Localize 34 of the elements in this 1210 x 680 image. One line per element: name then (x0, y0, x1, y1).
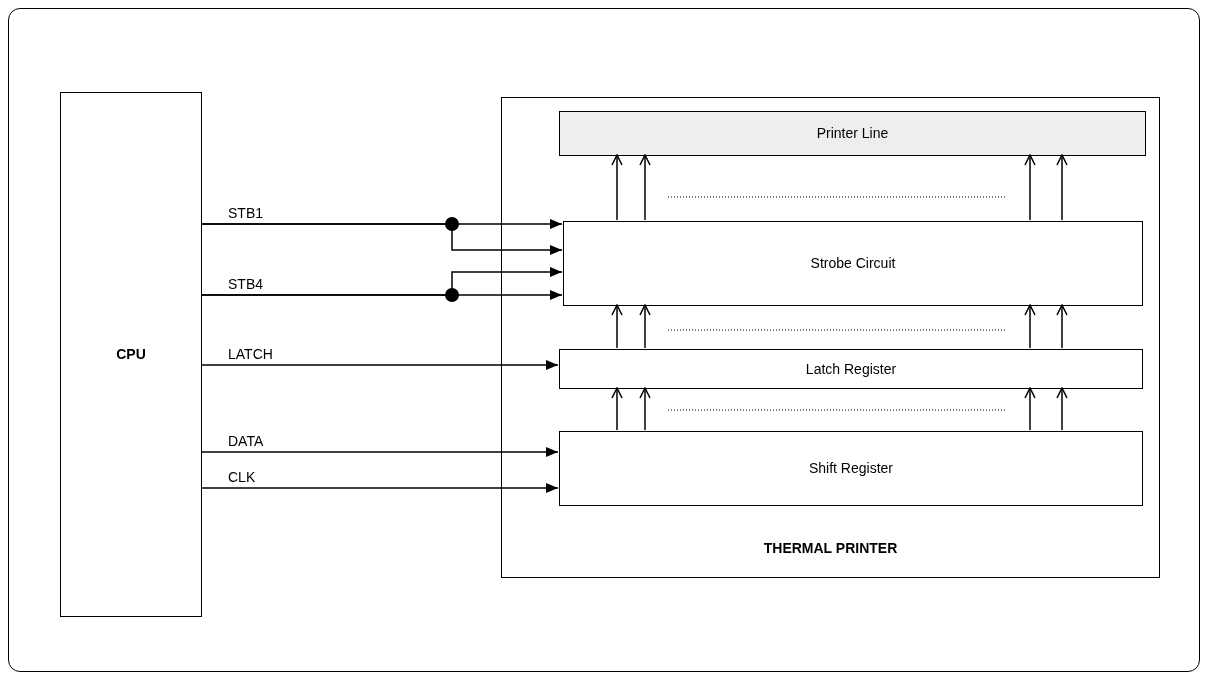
process-box (559, 431, 1143, 506)
node-label: Printer Line (816, 124, 889, 143)
arrow (1024, 387, 1036, 431)
arrow (1056, 154, 1068, 221)
node-label: Shift Register (808, 459, 893, 478)
edge-label: CLK (228, 470, 256, 484)
process-box (563, 221, 1143, 306)
arrow (639, 304, 651, 349)
cpu-block (60, 92, 202, 617)
arrow (201, 223, 563, 255)
arrow (201, 360, 559, 370)
arrow (1056, 387, 1068, 431)
arrow (201, 483, 559, 493)
arrow (611, 304, 623, 349)
arrow (201, 290, 563, 300)
edge-label: DATA (228, 434, 264, 448)
arrow (639, 154, 651, 221)
arrow (1024, 154, 1036, 221)
arrow (639, 387, 651, 431)
arrow (1024, 304, 1036, 349)
arrow (1056, 304, 1068, 349)
edge-label: STB1 (228, 206, 263, 220)
node-label: CPU (116, 345, 146, 364)
process-box (559, 111, 1146, 156)
arrow (611, 154, 623, 221)
process-box (559, 349, 1143, 389)
node-label: Latch Register (805, 359, 897, 379)
edge-label: LATCH (228, 347, 273, 361)
node-label: THERMAL PRINTER (762, 539, 899, 558)
arrow (611, 387, 623, 431)
edge-label: STB4 (228, 277, 263, 291)
arrow (201, 447, 559, 457)
node-label: Strobe Circuit (810, 254, 896, 273)
printer-block (501, 97, 1160, 578)
